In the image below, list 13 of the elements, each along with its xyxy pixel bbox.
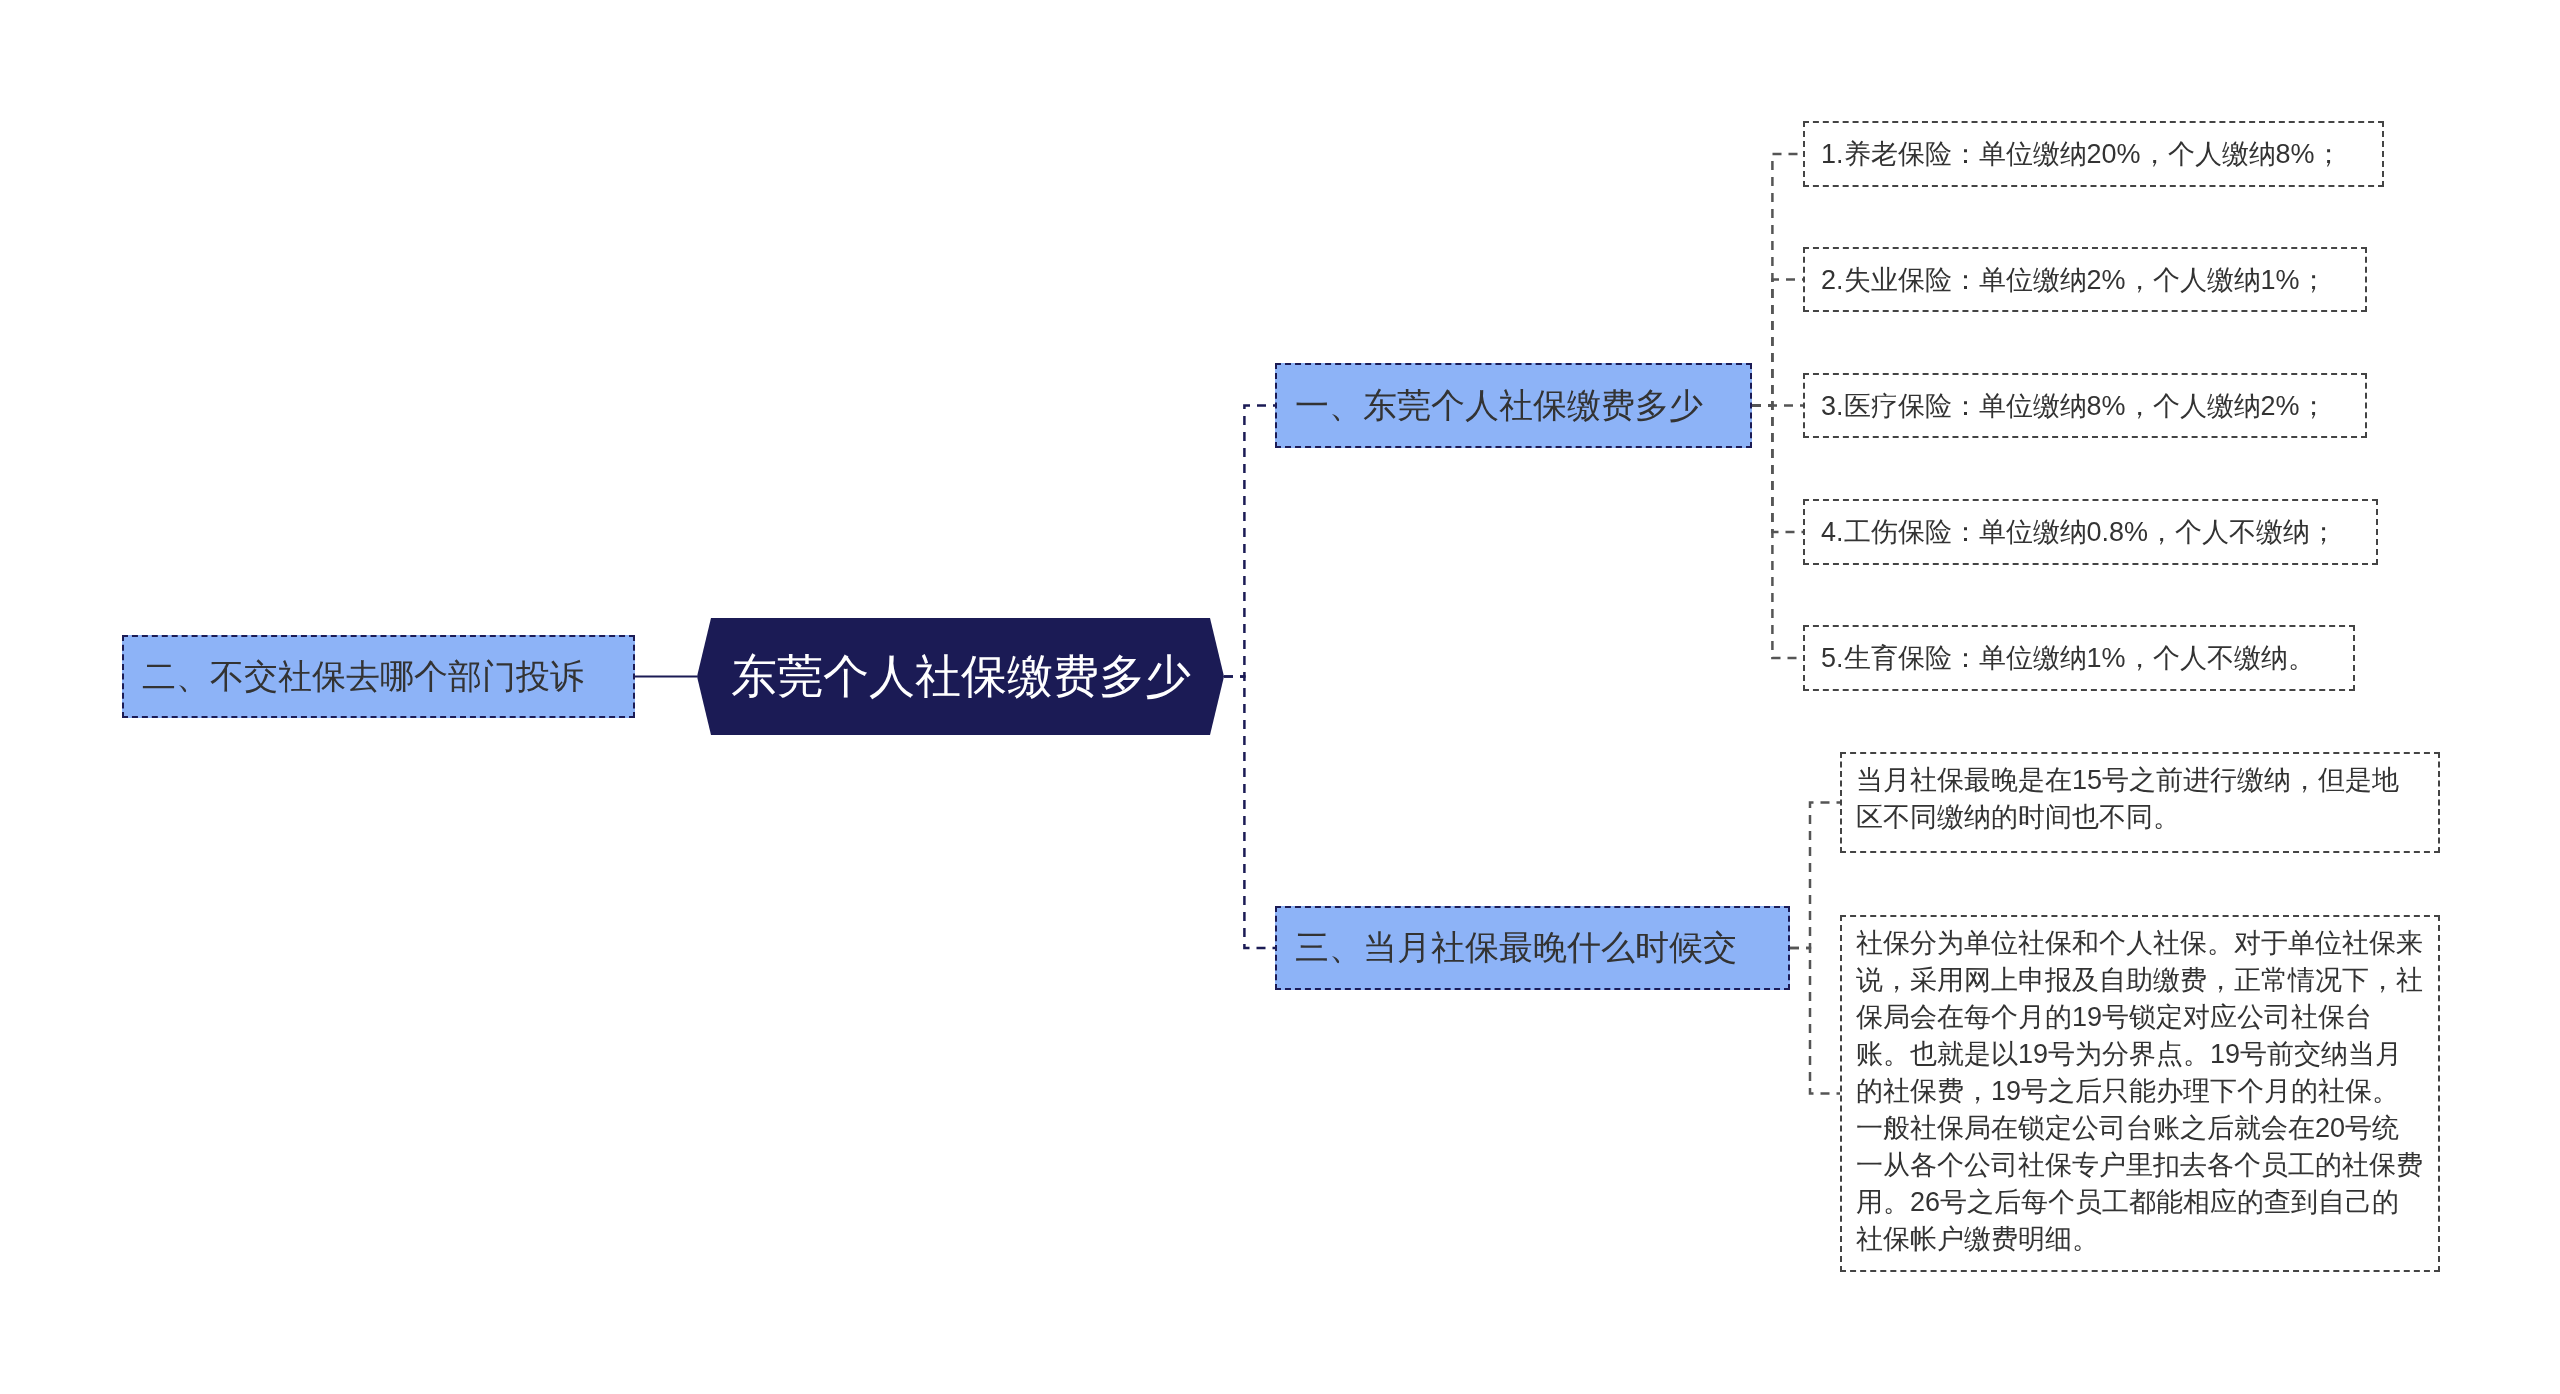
branch-box: 一、东莞个人社保缴费多少: [1275, 363, 1752, 448]
leaf-box: 3.医疗保险：单位缴纳8%，个人缴纳2%；: [1803, 373, 2367, 438]
connector-line: [1224, 675, 1275, 950]
note-box: 社保分为单位社保和个人社保。对于单位社保来说，采用网上申报及自助缴费，正常情况下，社保局会在每个月的19号锁定对应公司社保台账。也就是以19号为分界点。19号前交纳当月的社保费，19号之后只能办理下个月的社保。一般社保局在锁定公司台账之后就会在20号统一从各个公司社保专户里扣去各个员工的社保费用。26号之后每个员工都能相应的查到自己的社保帐户缴费明细。: [1840, 915, 2440, 1272]
note-box: 当月社保最晚是在15号之前进行缴纳，但是地区不同缴纳的时间也不同。: [1840, 752, 2440, 853]
branch-box: 三、当月社保最晚什么时候交: [1275, 906, 1790, 990]
leaf-box: 5.生育保险：单位缴纳1%，个人不缴纳。: [1803, 625, 2355, 691]
leaf-box: 4.工伤保险：单位缴纳0.8%，个人不缴纳；: [1803, 499, 2378, 565]
leaf-box: 1.养老保险：单位缴纳20%，个人缴纳8%；: [1803, 121, 2384, 187]
connector-line: [634, 675, 698, 678]
leaf-box: 2.失业保险：单位缴纳2%，个人缴纳1%；: [1803, 247, 2367, 312]
connector-line: [1790, 946, 1840, 1095]
branch-box: 二、不交社保去哪个部门投诉: [122, 635, 635, 718]
